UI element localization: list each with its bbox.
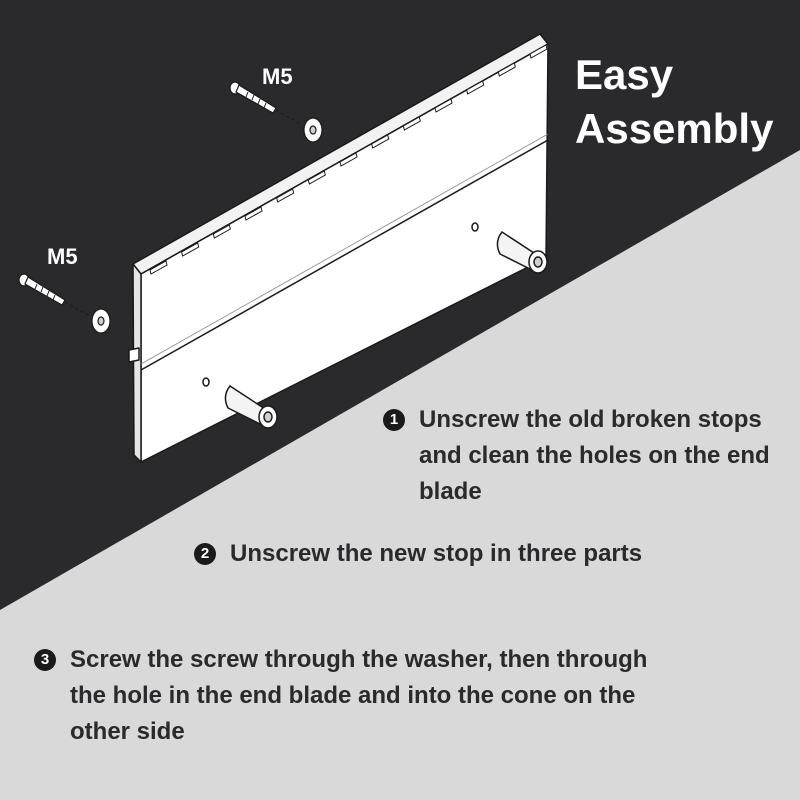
step-number-badge: 2 bbox=[194, 543, 216, 565]
step-2-text: Unscrew the new stop in three parts bbox=[230, 540, 643, 567]
screw-guide-line bbox=[275, 109, 303, 126]
blade-slots bbox=[149, 44, 548, 275]
cone-stop-icon bbox=[224, 384, 278, 429]
blade-hole-left bbox=[202, 377, 210, 387]
end-blade bbox=[128, 33, 549, 463]
cone-stop-icon bbox=[496, 230, 548, 274]
screw-icon bbox=[229, 81, 277, 114]
blade-slot bbox=[149, 260, 168, 275]
blade-slot bbox=[307, 170, 326, 185]
step-2: 2 Unscrew the new stop in three parts bbox=[194, 536, 754, 572]
blade-slot bbox=[339, 152, 358, 167]
step-1-text: Unscrew the old broken stops and clean t… bbox=[419, 406, 770, 505]
step-3: 3 Screw the screw through the washer, th… bbox=[34, 642, 674, 750]
screw-label-top: M5 bbox=[262, 64, 293, 89]
washer-icon bbox=[303, 117, 323, 143]
blade-slot bbox=[276, 188, 295, 203]
blade-slot bbox=[244, 206, 263, 221]
blade-slot bbox=[497, 62, 516, 77]
title-assembly: Assembly bbox=[575, 105, 774, 152]
blade-slot bbox=[402, 116, 421, 131]
screw-guide-line bbox=[64, 301, 91, 317]
blade-slot bbox=[466, 80, 485, 95]
blade-slot bbox=[529, 44, 548, 59]
step-number-badge: 3 bbox=[34, 649, 56, 671]
screw-label-left: M5 bbox=[47, 244, 78, 269]
step-1: 1 Unscrew the old broken stops and clean… bbox=[383, 402, 783, 510]
blade-slot bbox=[434, 98, 453, 113]
title-easy: Easy bbox=[575, 51, 674, 98]
step-number-badge: 1 bbox=[383, 409, 405, 431]
washer-icon bbox=[91, 308, 111, 334]
blade-hole-right bbox=[471, 222, 479, 232]
blade-slot bbox=[371, 134, 390, 149]
step-3-text: Screw the screw through the washer, then… bbox=[70, 646, 648, 745]
blade-slot bbox=[212, 224, 231, 239]
blade-slot bbox=[181, 242, 200, 257]
screw-icon bbox=[18, 273, 66, 306]
